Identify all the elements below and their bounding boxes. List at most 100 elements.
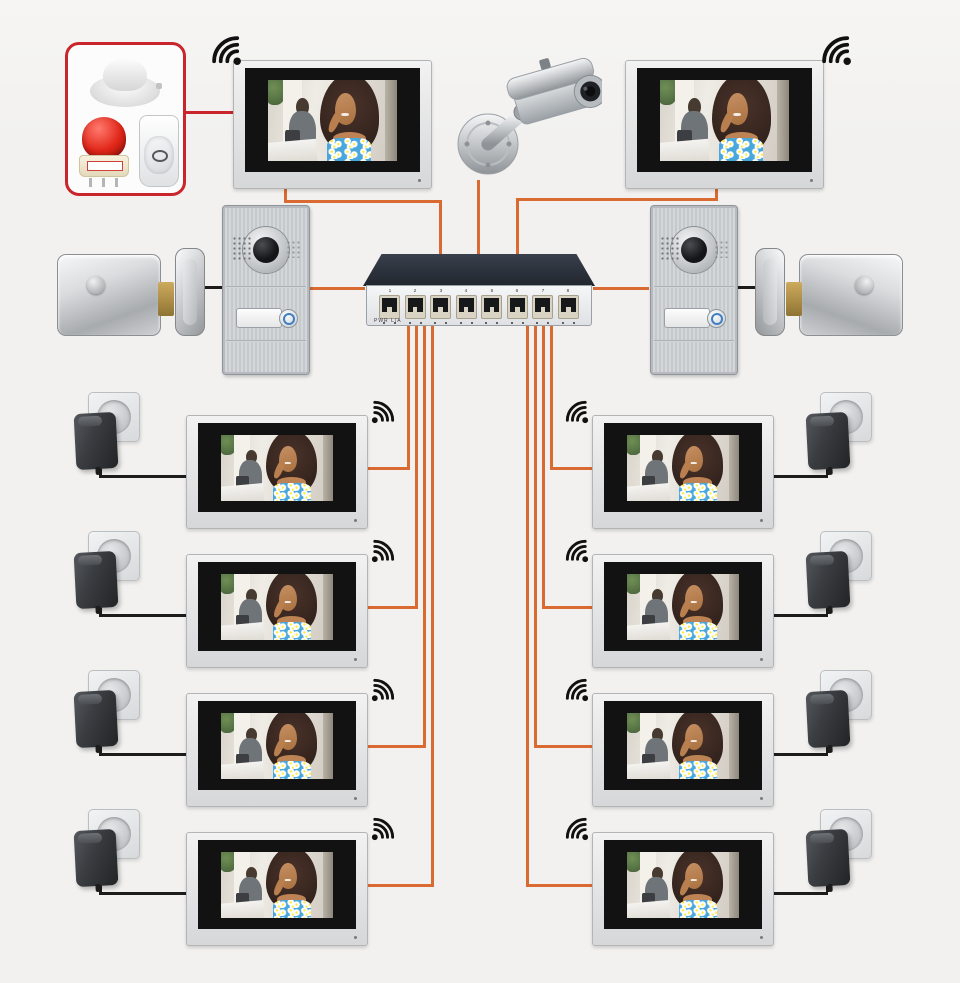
black-cable bbox=[736, 286, 762, 289]
wifi-signal-icon bbox=[371, 678, 395, 702]
power-adapter bbox=[73, 550, 119, 610]
port-led bbox=[521, 322, 524, 324]
camera-mount-arm bbox=[481, 107, 529, 151]
indoor-monitor bbox=[592, 693, 774, 807]
photo-plant bbox=[627, 852, 643, 873]
wifi-signal-icon bbox=[371, 400, 395, 424]
port-led bbox=[536, 322, 539, 324]
switch-port-row: 1 2 3 4 5 6 7 8 bbox=[379, 289, 579, 324]
wifi-icon-top-right bbox=[812, 26, 856, 70]
wifi-signal-icon bbox=[822, 36, 851, 65]
photo-man-head bbox=[651, 449, 663, 465]
lock-body bbox=[799, 254, 903, 336]
orange-cable bbox=[366, 884, 434, 887]
black-cable bbox=[99, 753, 186, 756]
photo-wall-band bbox=[728, 574, 739, 640]
station-call-button bbox=[236, 308, 282, 328]
photo-wall-band bbox=[728, 435, 739, 501]
photo-woman-shoulders bbox=[683, 894, 713, 905]
port-led bbox=[445, 322, 448, 324]
black-cable bbox=[772, 753, 828, 756]
port-opening bbox=[484, 298, 500, 312]
monitor-screen-photo bbox=[221, 574, 333, 640]
port-number: 7 bbox=[541, 288, 545, 294]
monitor-bezel bbox=[245, 68, 420, 172]
power-adapter bbox=[805, 828, 851, 888]
orange-cable bbox=[542, 322, 545, 609]
photo-wall-band bbox=[322, 435, 333, 501]
siren-pin bbox=[89, 178, 92, 187]
indoor-monitor-with-power-left-row3 bbox=[0, 663, 960, 807]
photo-woman-shoulders bbox=[683, 616, 713, 627]
switch-pwr-label: PWR L/A bbox=[374, 318, 402, 324]
photo-man-head bbox=[245, 449, 257, 465]
rj45-port: 5 bbox=[481, 289, 503, 324]
camera-body bbox=[506, 57, 602, 125]
orange-cable bbox=[550, 322, 553, 470]
photo-laptop bbox=[221, 482, 265, 501]
photo-plant bbox=[221, 435, 237, 456]
smoke-detector bbox=[90, 59, 162, 107]
lock-strike-plate bbox=[175, 248, 205, 336]
power-adapter-with-outlet bbox=[805, 665, 877, 757]
orange-cable bbox=[526, 322, 529, 887]
station-bell-button bbox=[279, 309, 298, 328]
monitor-mic-hole bbox=[810, 179, 813, 182]
monitor-slot bbox=[592, 415, 774, 529]
orange-cable bbox=[477, 180, 480, 260]
monitor-screen-photo bbox=[660, 80, 789, 161]
orange-cable bbox=[423, 322, 426, 748]
orange-cable bbox=[550, 467, 592, 470]
port-number: 1 bbox=[388, 288, 391, 294]
power-adapter-with-outlet bbox=[73, 804, 145, 896]
monitor-bezel bbox=[604, 701, 762, 790]
port-opening bbox=[407, 298, 423, 312]
monitor-screen-photo bbox=[627, 574, 739, 640]
power-adapter bbox=[805, 550, 851, 610]
indoor-monitor bbox=[592, 554, 774, 668]
monitor-mic-hole bbox=[354, 519, 357, 522]
orange-cable bbox=[715, 187, 718, 201]
monitor-screen-photo bbox=[627, 713, 739, 779]
monitor-slot bbox=[186, 832, 368, 946]
photo-plant bbox=[627, 713, 643, 734]
port-number: 6 bbox=[515, 288, 519, 294]
photo-woman-smile bbox=[284, 462, 291, 465]
orange-cable bbox=[415, 322, 418, 609]
monitor-screen-photo bbox=[268, 80, 397, 161]
electric-lock-left bbox=[57, 248, 205, 344]
indoor-monitor bbox=[592, 832, 774, 946]
rj45-port: 2 bbox=[404, 289, 426, 324]
port-led bbox=[434, 322, 437, 324]
monitor-bezel bbox=[198, 701, 356, 790]
station-call-button bbox=[664, 308, 710, 328]
monitor-slot bbox=[592, 832, 774, 946]
indoor-monitor-with-power-right-row4 bbox=[0, 802, 960, 946]
station-divider bbox=[654, 286, 734, 288]
rj45-port: 1 bbox=[379, 289, 400, 324]
monitor-slot bbox=[186, 693, 368, 807]
photo-woman-shoulders bbox=[277, 894, 307, 905]
power-adapter bbox=[73, 689, 119, 749]
door-station-left bbox=[222, 205, 310, 375]
indoor-monitor-with-power-right-row2 bbox=[0, 524, 960, 668]
station-speaker-grill bbox=[286, 240, 300, 258]
photo-plant bbox=[221, 852, 237, 873]
photo-man-head bbox=[245, 866, 257, 882]
wifi-icon-top-left bbox=[202, 26, 246, 70]
photo-wall-band bbox=[385, 80, 397, 161]
smoke-detector-nub bbox=[156, 83, 162, 89]
photo-plant bbox=[627, 574, 643, 595]
photo-woman-shoulders bbox=[683, 755, 713, 766]
station-speaker-grill bbox=[232, 236, 252, 262]
orange-cable bbox=[439, 200, 442, 260]
lock-latch bbox=[786, 282, 802, 316]
switch-top-case bbox=[363, 254, 595, 286]
photo-plant bbox=[627, 435, 643, 456]
port-led bbox=[496, 322, 499, 324]
port-number: 2 bbox=[413, 288, 417, 294]
rj45-port: 3 bbox=[430, 289, 452, 324]
photo-woman-smile bbox=[732, 113, 741, 117]
photo-laptop bbox=[627, 760, 671, 779]
indoor-monitor bbox=[186, 554, 368, 668]
